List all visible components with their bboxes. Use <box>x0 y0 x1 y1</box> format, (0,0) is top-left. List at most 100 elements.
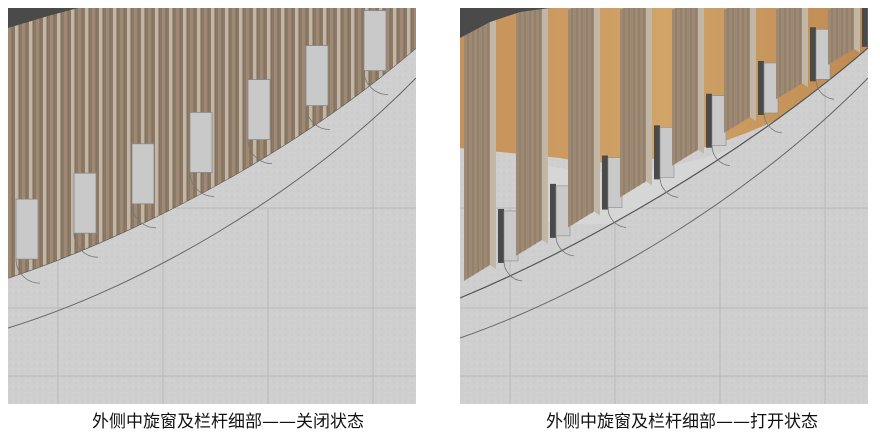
open-window-shadow <box>654 125 660 180</box>
window-swing-arc <box>305 105 331 130</box>
open-fin <box>620 8 646 198</box>
open-fin-side <box>698 8 704 154</box>
roof-edge <box>8 8 78 28</box>
closed-fin <box>57 8 61 278</box>
closed-fin <box>183 8 187 278</box>
closed-fin <box>211 8 215 278</box>
open-window-shadow <box>706 93 712 148</box>
open-fin <box>464 8 490 281</box>
closed-window-panel <box>305 45 329 106</box>
closed-fin <box>260 8 264 278</box>
open-fin <box>672 8 698 166</box>
closed-state-drawing <box>8 8 416 404</box>
window-swing-arc <box>15 259 41 284</box>
closed-fin <box>15 8 19 278</box>
window-swing-arc <box>815 79 835 100</box>
closed-fin <box>92 8 96 278</box>
closed-fin <box>274 8 278 278</box>
floor-joints <box>460 88 868 404</box>
open-fin <box>828 8 854 65</box>
closed-fin <box>106 8 110 278</box>
open-fin-side <box>802 8 808 88</box>
closed-fin <box>225 8 229 278</box>
closed-fin <box>281 8 285 278</box>
closed-window-panel <box>15 198 39 260</box>
open-window-shadow <box>862 8 868 47</box>
balcony-edge-line <box>460 77 868 339</box>
closed-fin <box>134 8 138 278</box>
closed-window-panels <box>15 10 389 284</box>
open-fin <box>516 8 542 256</box>
open-fin-side <box>854 8 860 53</box>
window-swing-arc <box>131 203 157 229</box>
open-window-shadow <box>498 208 504 263</box>
closed-fin <box>155 8 159 278</box>
window-swing-arc <box>503 260 523 282</box>
window-swing-arc <box>763 112 783 134</box>
closed-fin <box>22 8 26 278</box>
closed-window-panel <box>131 143 155 205</box>
closed-fin <box>141 8 145 278</box>
closed-fin <box>169 8 173 278</box>
closed-fin <box>29 8 33 278</box>
closed-fin <box>267 8 271 278</box>
closed-fin <box>113 8 117 278</box>
closed-fin <box>71 8 75 278</box>
window-swing-arc <box>555 235 575 257</box>
closed-fin <box>120 8 124 278</box>
closed-state-illustration <box>8 8 416 404</box>
closed-fin <box>232 8 236 278</box>
closed-fin <box>176 8 180 278</box>
closed-fin <box>162 8 166 278</box>
open-window-panel <box>711 95 727 147</box>
window-swing-arc <box>363 70 389 96</box>
open-window-shadow <box>810 27 816 82</box>
open-window-panel <box>815 29 831 80</box>
closed-fin <box>253 8 257 278</box>
closed-window-panel <box>363 10 387 72</box>
open-window-panel <box>659 127 675 178</box>
open-window-shadow <box>550 183 556 238</box>
open-window-panel <box>555 185 571 237</box>
open-fin <box>724 8 750 133</box>
facade-edge-line <box>460 47 868 299</box>
window-swing-arc <box>659 177 679 198</box>
window-swing-arc <box>607 207 627 228</box>
roof-edge <box>460 8 550 38</box>
open-fin-array <box>464 8 868 282</box>
closed-fin <box>99 8 103 278</box>
window-swing-arc <box>73 233 99 258</box>
closed-fin <box>8 8 12 278</box>
closed-window-panel <box>247 79 271 140</box>
open-fin-side <box>542 8 548 244</box>
closed-fin <box>239 8 243 278</box>
open-window-panel <box>607 157 623 208</box>
closed-fin <box>218 8 222 278</box>
closed-fin <box>64 8 68 278</box>
closed-window-panel <box>189 112 213 173</box>
caption-open: 外侧中旋窗及栏杆细部——打开状态 <box>546 412 818 432</box>
open-fin-side <box>490 8 496 269</box>
caption-closed: 外侧中旋窗及栏杆细部——关闭状态 <box>92 412 364 432</box>
open-fin <box>568 8 594 228</box>
closed-window-panel <box>73 172 97 234</box>
open-window-panel <box>763 62 779 114</box>
closed-fin <box>43 8 47 278</box>
window-swing-arc <box>189 172 215 197</box>
open-fin-side <box>750 8 756 121</box>
open-state-illustration <box>460 8 868 404</box>
closed-fin <box>78 8 82 278</box>
open-window-panel <box>503 210 519 262</box>
closed-fin <box>36 8 40 278</box>
open-fin-side <box>646 8 652 186</box>
closed-fin <box>127 8 131 278</box>
open-window-shadow <box>602 155 608 210</box>
closed-fin <box>148 8 152 278</box>
open-window-shadow <box>758 60 764 115</box>
window-swing-arc <box>711 145 731 167</box>
open-fin <box>776 8 802 100</box>
closed-fin <box>50 8 54 278</box>
closed-fin <box>85 8 89 278</box>
open-fin-side <box>594 8 600 216</box>
window-swing-arc <box>247 139 273 164</box>
